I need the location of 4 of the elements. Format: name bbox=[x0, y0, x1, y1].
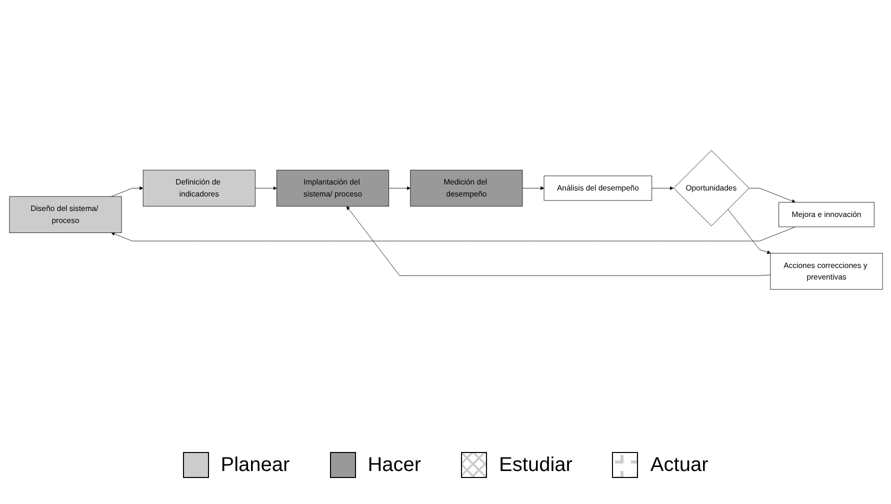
legend-label: Planear bbox=[220, 454, 290, 476]
legend-label: Estudiar bbox=[499, 454, 572, 476]
legend-label: Actuar bbox=[650, 454, 708, 476]
legend-label: Hacer bbox=[368, 454, 422, 476]
